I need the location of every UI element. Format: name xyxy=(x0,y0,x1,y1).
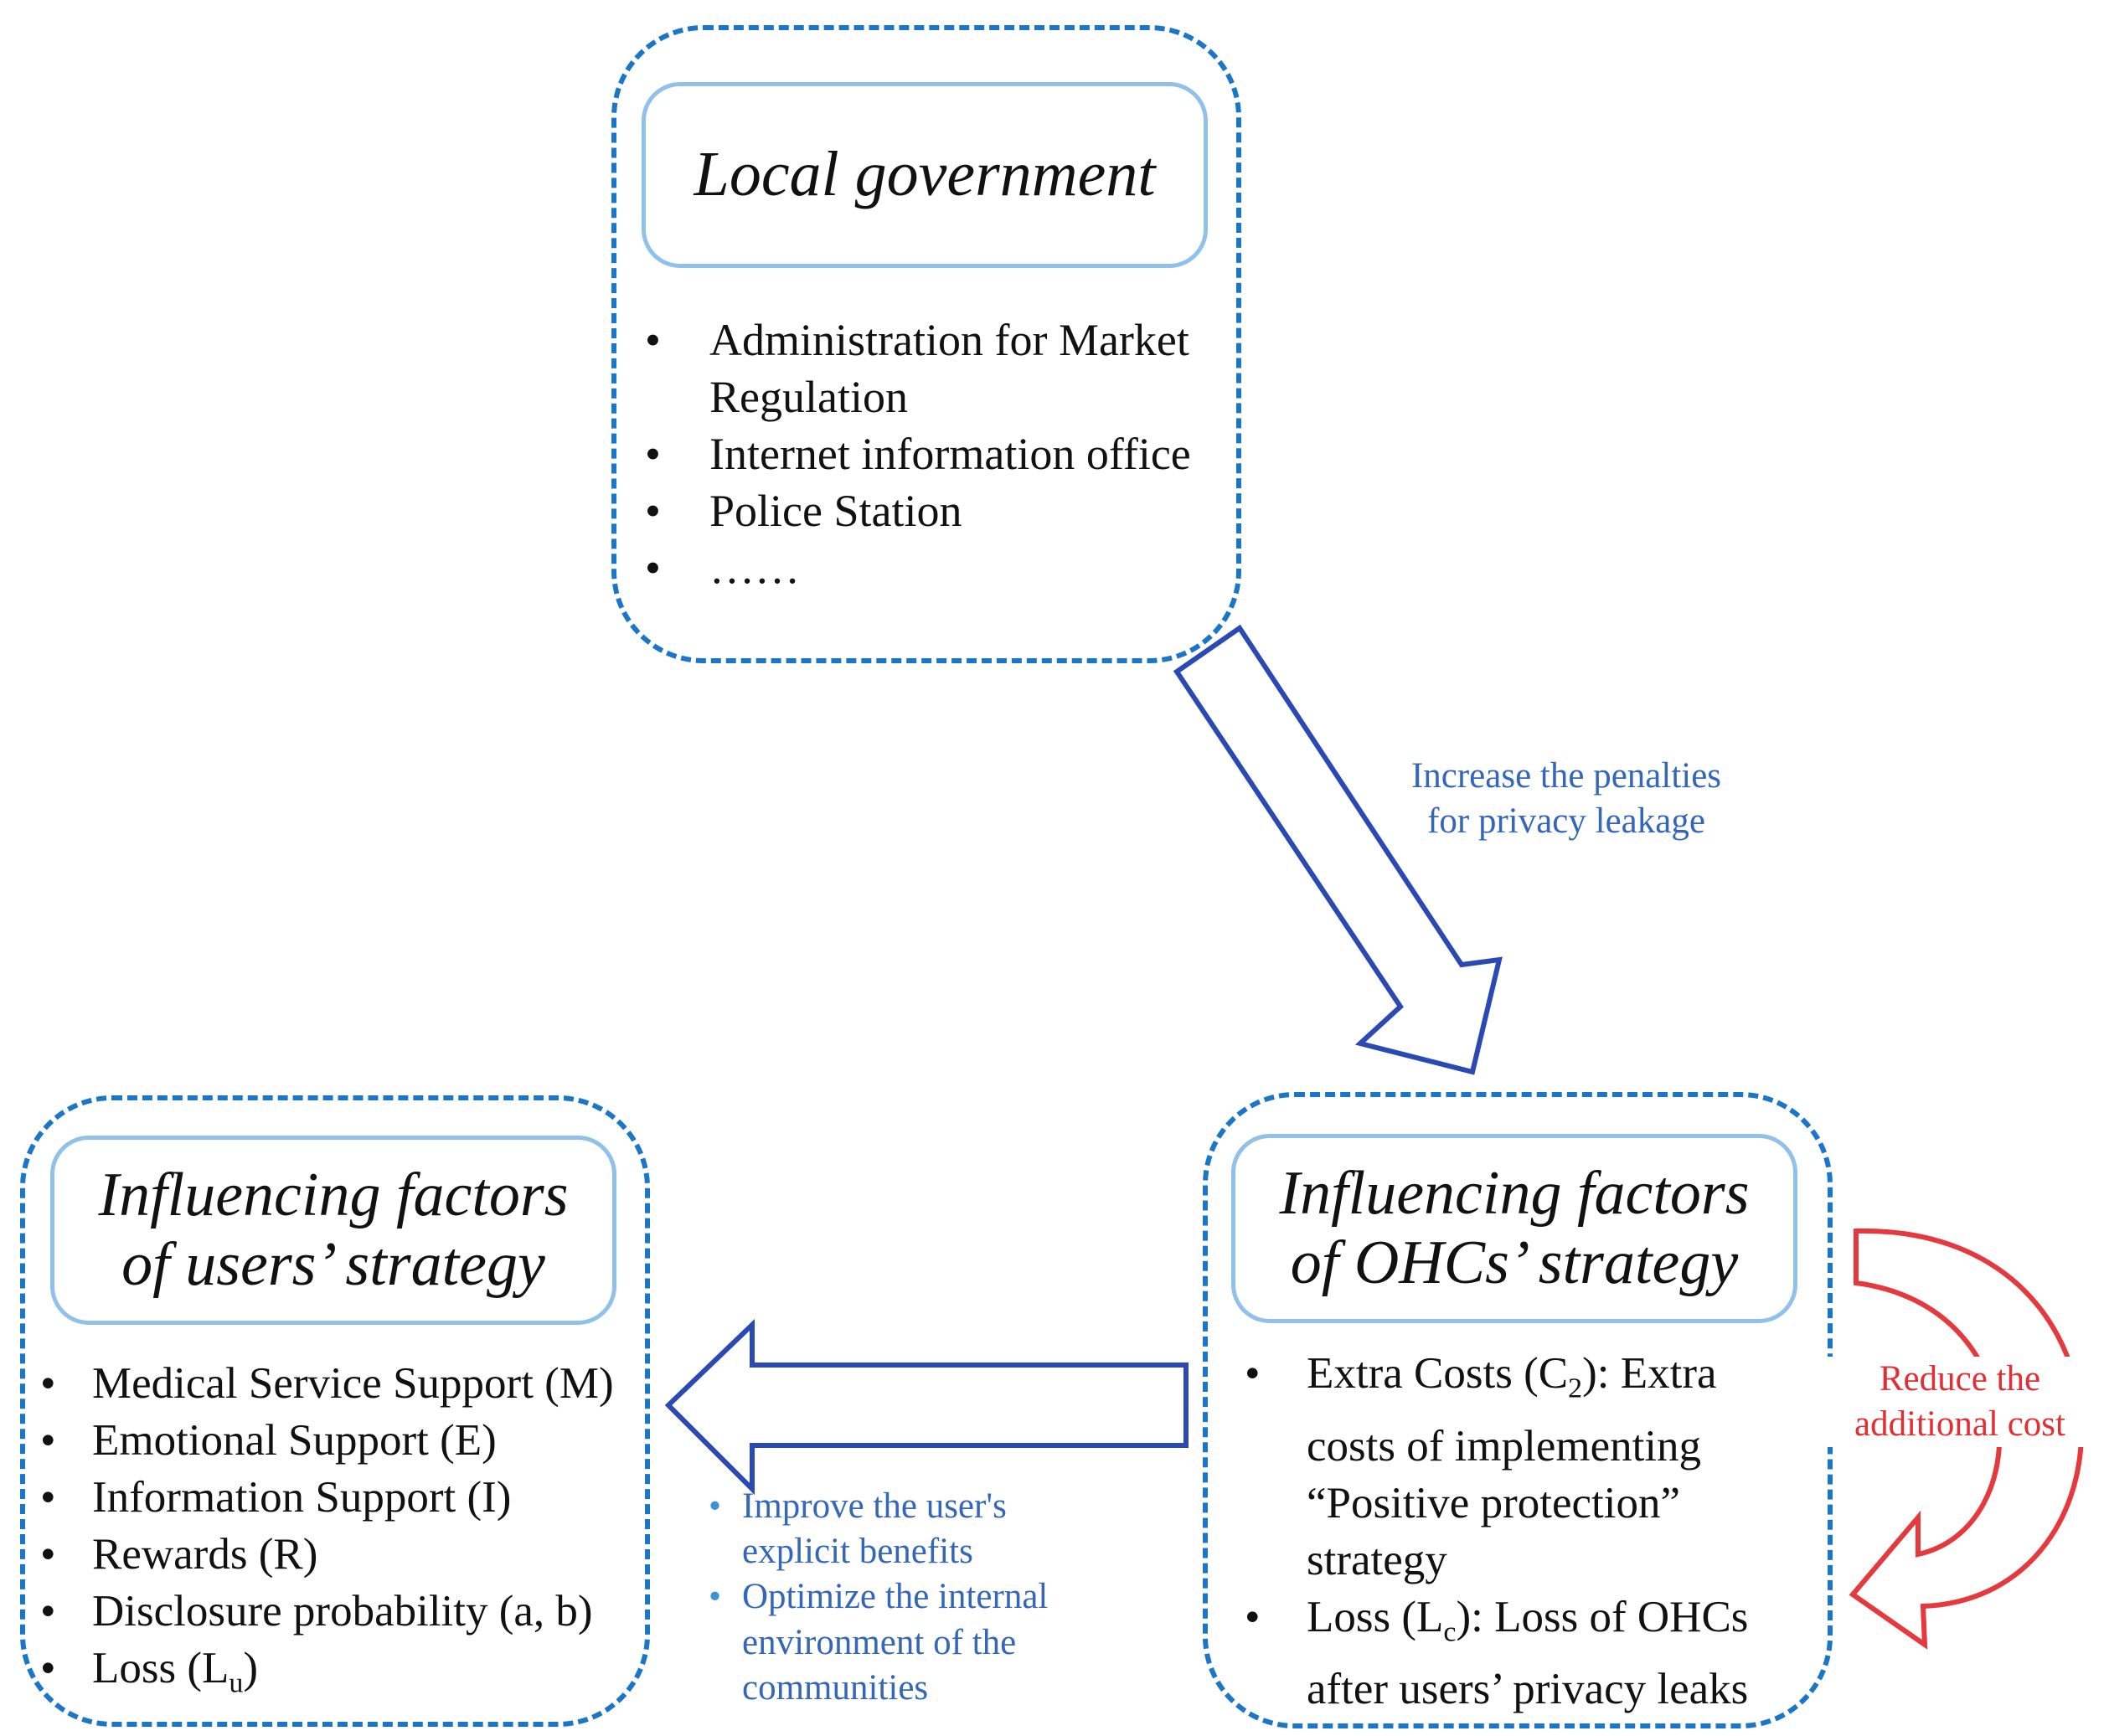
ohcs-item-loss: Loss (Lc): Loss of OHCs after users’ pri… xyxy=(1245,1589,1831,1718)
government-list: Administration for Market Regulation Int… xyxy=(645,312,1240,596)
benefit-note-internal-environment: Optimize the internal environment of the… xyxy=(709,1574,1127,1711)
ohcs-title-line2: of OHCs’ strategy xyxy=(1290,1229,1739,1297)
users-item-emotional-support: Emotional Support (E) xyxy=(40,1412,643,1469)
government-item-market-regulation: Administration for Market Regulation xyxy=(645,312,1240,425)
cost-label: Reduce the additional cost xyxy=(1826,1357,2094,1448)
penalty-label: Increase the penalties for privacy leaka… xyxy=(1410,756,1722,842)
users-item-rewards: Rewards (R) xyxy=(40,1526,643,1583)
users-item-information-support: Information Support (I) xyxy=(40,1469,643,1526)
benefit-notes: Improve the user's explicit benefits Opt… xyxy=(709,1484,1127,1711)
government-title: Local government xyxy=(694,139,1156,210)
government-item-ellipsis: …… xyxy=(645,539,1240,596)
users-title-line1: Influencing factors xyxy=(98,1161,569,1230)
ohcs-title-box: Influencing factors of OHCs’ strategy xyxy=(1231,1134,1797,1323)
penalty-arrow xyxy=(1173,624,1503,1075)
ohcs-item-extra-costs: Extra Costs (C2): Extra costs of impleme… xyxy=(1245,1345,1831,1589)
ohcs-list: Extra Costs (C2): Extra costs of impleme… xyxy=(1245,1345,1831,1718)
government-title-box: Local government xyxy=(642,82,1208,268)
users-group xyxy=(20,1095,650,1727)
users-item-disclosure-probability: Disclosure probability (a, b) xyxy=(40,1583,643,1640)
users-title-box: Influencing factors of users’ strategy xyxy=(50,1136,616,1325)
government-item-police-station: Police Station xyxy=(645,482,1240,539)
government-item-internet-office: Internet information office xyxy=(645,425,1240,482)
benefit-note-explicit-benefits: Improve the user's explicit benefits xyxy=(709,1484,1127,1574)
users-list: Medical Service Support (M) Emotional Su… xyxy=(40,1355,643,1713)
users-item-loss: Loss (Lu) xyxy=(40,1640,643,1713)
users-title-line2: of users’ strategy xyxy=(121,1230,545,1299)
users-item-medical-support: Medical Service Support (M) xyxy=(40,1355,643,1412)
benefit-arrow xyxy=(664,1318,1189,1496)
ohcs-title-line1: Influencing factors xyxy=(1279,1159,1750,1229)
